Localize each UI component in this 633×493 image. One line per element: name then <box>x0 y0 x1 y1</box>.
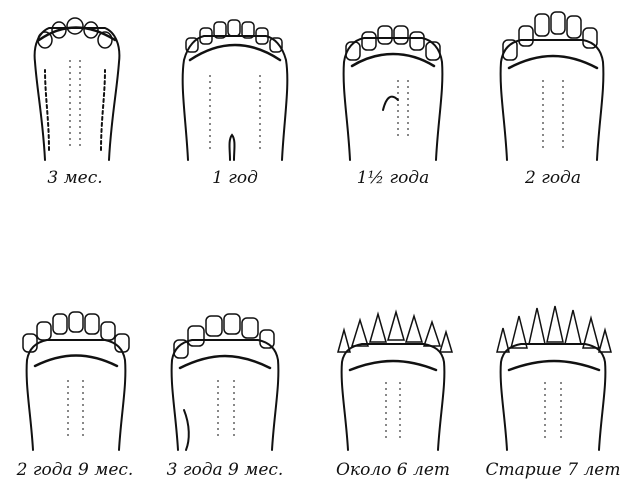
panel-1-year: 1 год <box>160 0 310 165</box>
jaw-drawing-1-5-years <box>328 0 458 165</box>
jaw-drawing-2-years <box>483 0 623 165</box>
jaw-drawing-over-7-years <box>483 300 623 455</box>
panel-over-7-years: Старше 7 лет <box>478 300 628 455</box>
jaw-drawing-1-year <box>170 0 300 165</box>
age-label-2-years-9-months: 2 года 9 мес. <box>0 460 150 480</box>
age-label-about-6-years: Около 6 лет <box>318 460 468 480</box>
jaw-drawing-2-years-9-months <box>13 300 138 455</box>
age-label-3-months: 3 мес. <box>0 168 150 188</box>
age-label-1-year: 1 год <box>160 168 310 188</box>
panel-1-5-years: 1½ года <box>318 0 468 165</box>
age-label-over-7-years: Старше 7 лет <box>478 460 628 480</box>
jaw-drawing-3-months <box>15 0 135 165</box>
age-label-1-5-years: 1½ года <box>318 168 468 188</box>
age-label-2-years: 2 года <box>478 168 628 188</box>
jaw-drawing-3-years-9-months <box>160 300 290 455</box>
panel-2-years: 2 года <box>478 0 628 165</box>
panel-about-6-years: Около 6 лет <box>318 300 468 455</box>
panel-3-years-9-months: 3 года 9 мес. <box>150 300 300 455</box>
age-label-3-years-9-months: 3 года 9 мес. <box>150 460 300 480</box>
panel-3-months: 3 мес. <box>0 0 150 165</box>
panel-2-years-9-months: 2 года 9 мес. <box>0 300 150 455</box>
jaw-drawing-about-6-years <box>328 300 458 455</box>
